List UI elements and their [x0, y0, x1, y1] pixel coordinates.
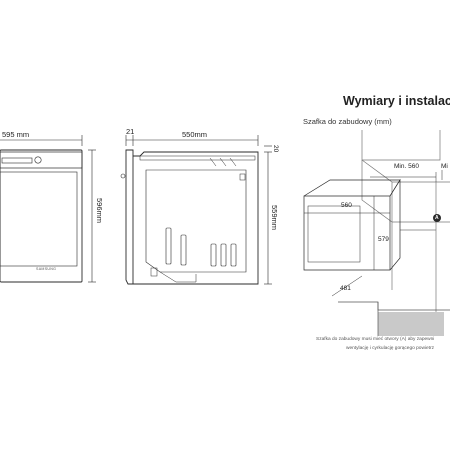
vent-marker-label: A	[435, 214, 439, 221]
front-height-label: 596mm	[95, 198, 104, 224]
cabinet-min-width-label: Min. 560	[394, 163, 419, 170]
side-height-label: 559mm	[270, 205, 279, 231]
note-line-1: Szafka do zabudowy musi mieć otwory (A) …	[316, 337, 435, 342]
side-oven-body	[133, 151, 259, 285]
oven-width-label: 560	[341, 202, 352, 209]
front-oven-body	[0, 149, 83, 283]
cabinet-view	[303, 130, 450, 336]
side-depth-label: 550mm	[182, 130, 208, 139]
front-width-label: 595 mm	[2, 130, 30, 139]
control-panel	[0, 151, 83, 169]
page-subtitle: Szafka do zabudowy (mm)	[303, 117, 392, 126]
side-door-profile	[125, 149, 134, 285]
side-view	[120, 135, 272, 285]
front-view	[0, 135, 96, 283]
knob-icon	[34, 156, 42, 164]
cabinet-min-right-label: Mi	[441, 163, 448, 170]
side-back-panel	[145, 169, 247, 273]
floor-stripe	[378, 312, 444, 336]
door-window	[0, 171, 78, 267]
oven-height-label: 579	[378, 236, 389, 243]
brand-logo-text: SAMSUNG	[36, 267, 57, 271]
display-icon	[1, 157, 33, 164]
side-top-label: 20	[272, 145, 279, 153]
oven-depth-label: 481	[340, 285, 351, 292]
cabinet-oven-box	[303, 178, 401, 297]
page-title: Wymiary i instalac	[343, 94, 450, 108]
note-line-2: wentylację i cyrkulację gorącego powietr…	[346, 346, 434, 351]
side-door-depth-label: 21	[126, 127, 135, 136]
vent-marker-a	[433, 214, 441, 222]
